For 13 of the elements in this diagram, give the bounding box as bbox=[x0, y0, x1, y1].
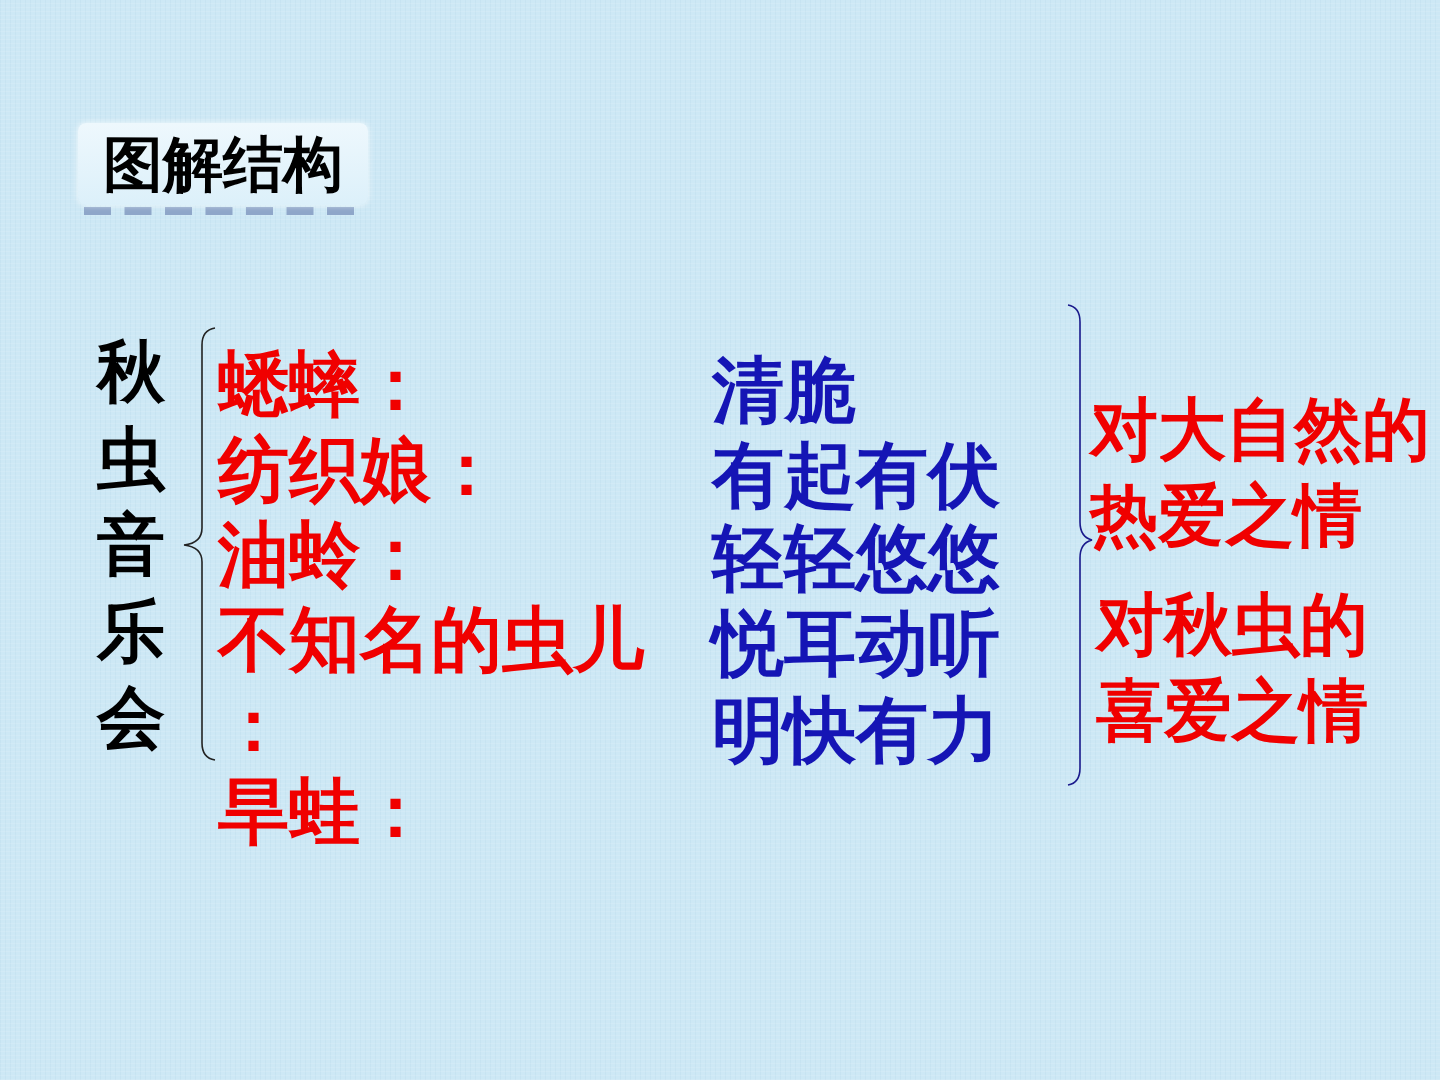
vertical-heading: 秋虫音乐会 bbox=[97, 331, 167, 759]
feeling-label: 对秋虫的喜爱之情 bbox=[1096, 584, 1369, 752]
sound-label: 清脆 bbox=[712, 347, 857, 433]
feeling-label: 对大自然的热爱之情 bbox=[1090, 389, 1431, 557]
sound-label: 有起有伏 bbox=[712, 432, 1001, 518]
sound-label: 明快有力 bbox=[712, 687, 1001, 773]
sound-label: 轻轻悠悠 bbox=[712, 515, 1001, 601]
section-heading: 图解结构 bbox=[78, 123, 368, 205]
insect-label: 油蛉： bbox=[218, 512, 432, 598]
insect-label: 蟋蟀： bbox=[218, 342, 432, 428]
insect-label: 不知名的虫儿： bbox=[218, 597, 646, 769]
insect-label: 旱蛙： bbox=[218, 769, 432, 855]
insect-label: 纺织娘： bbox=[218, 427, 503, 513]
